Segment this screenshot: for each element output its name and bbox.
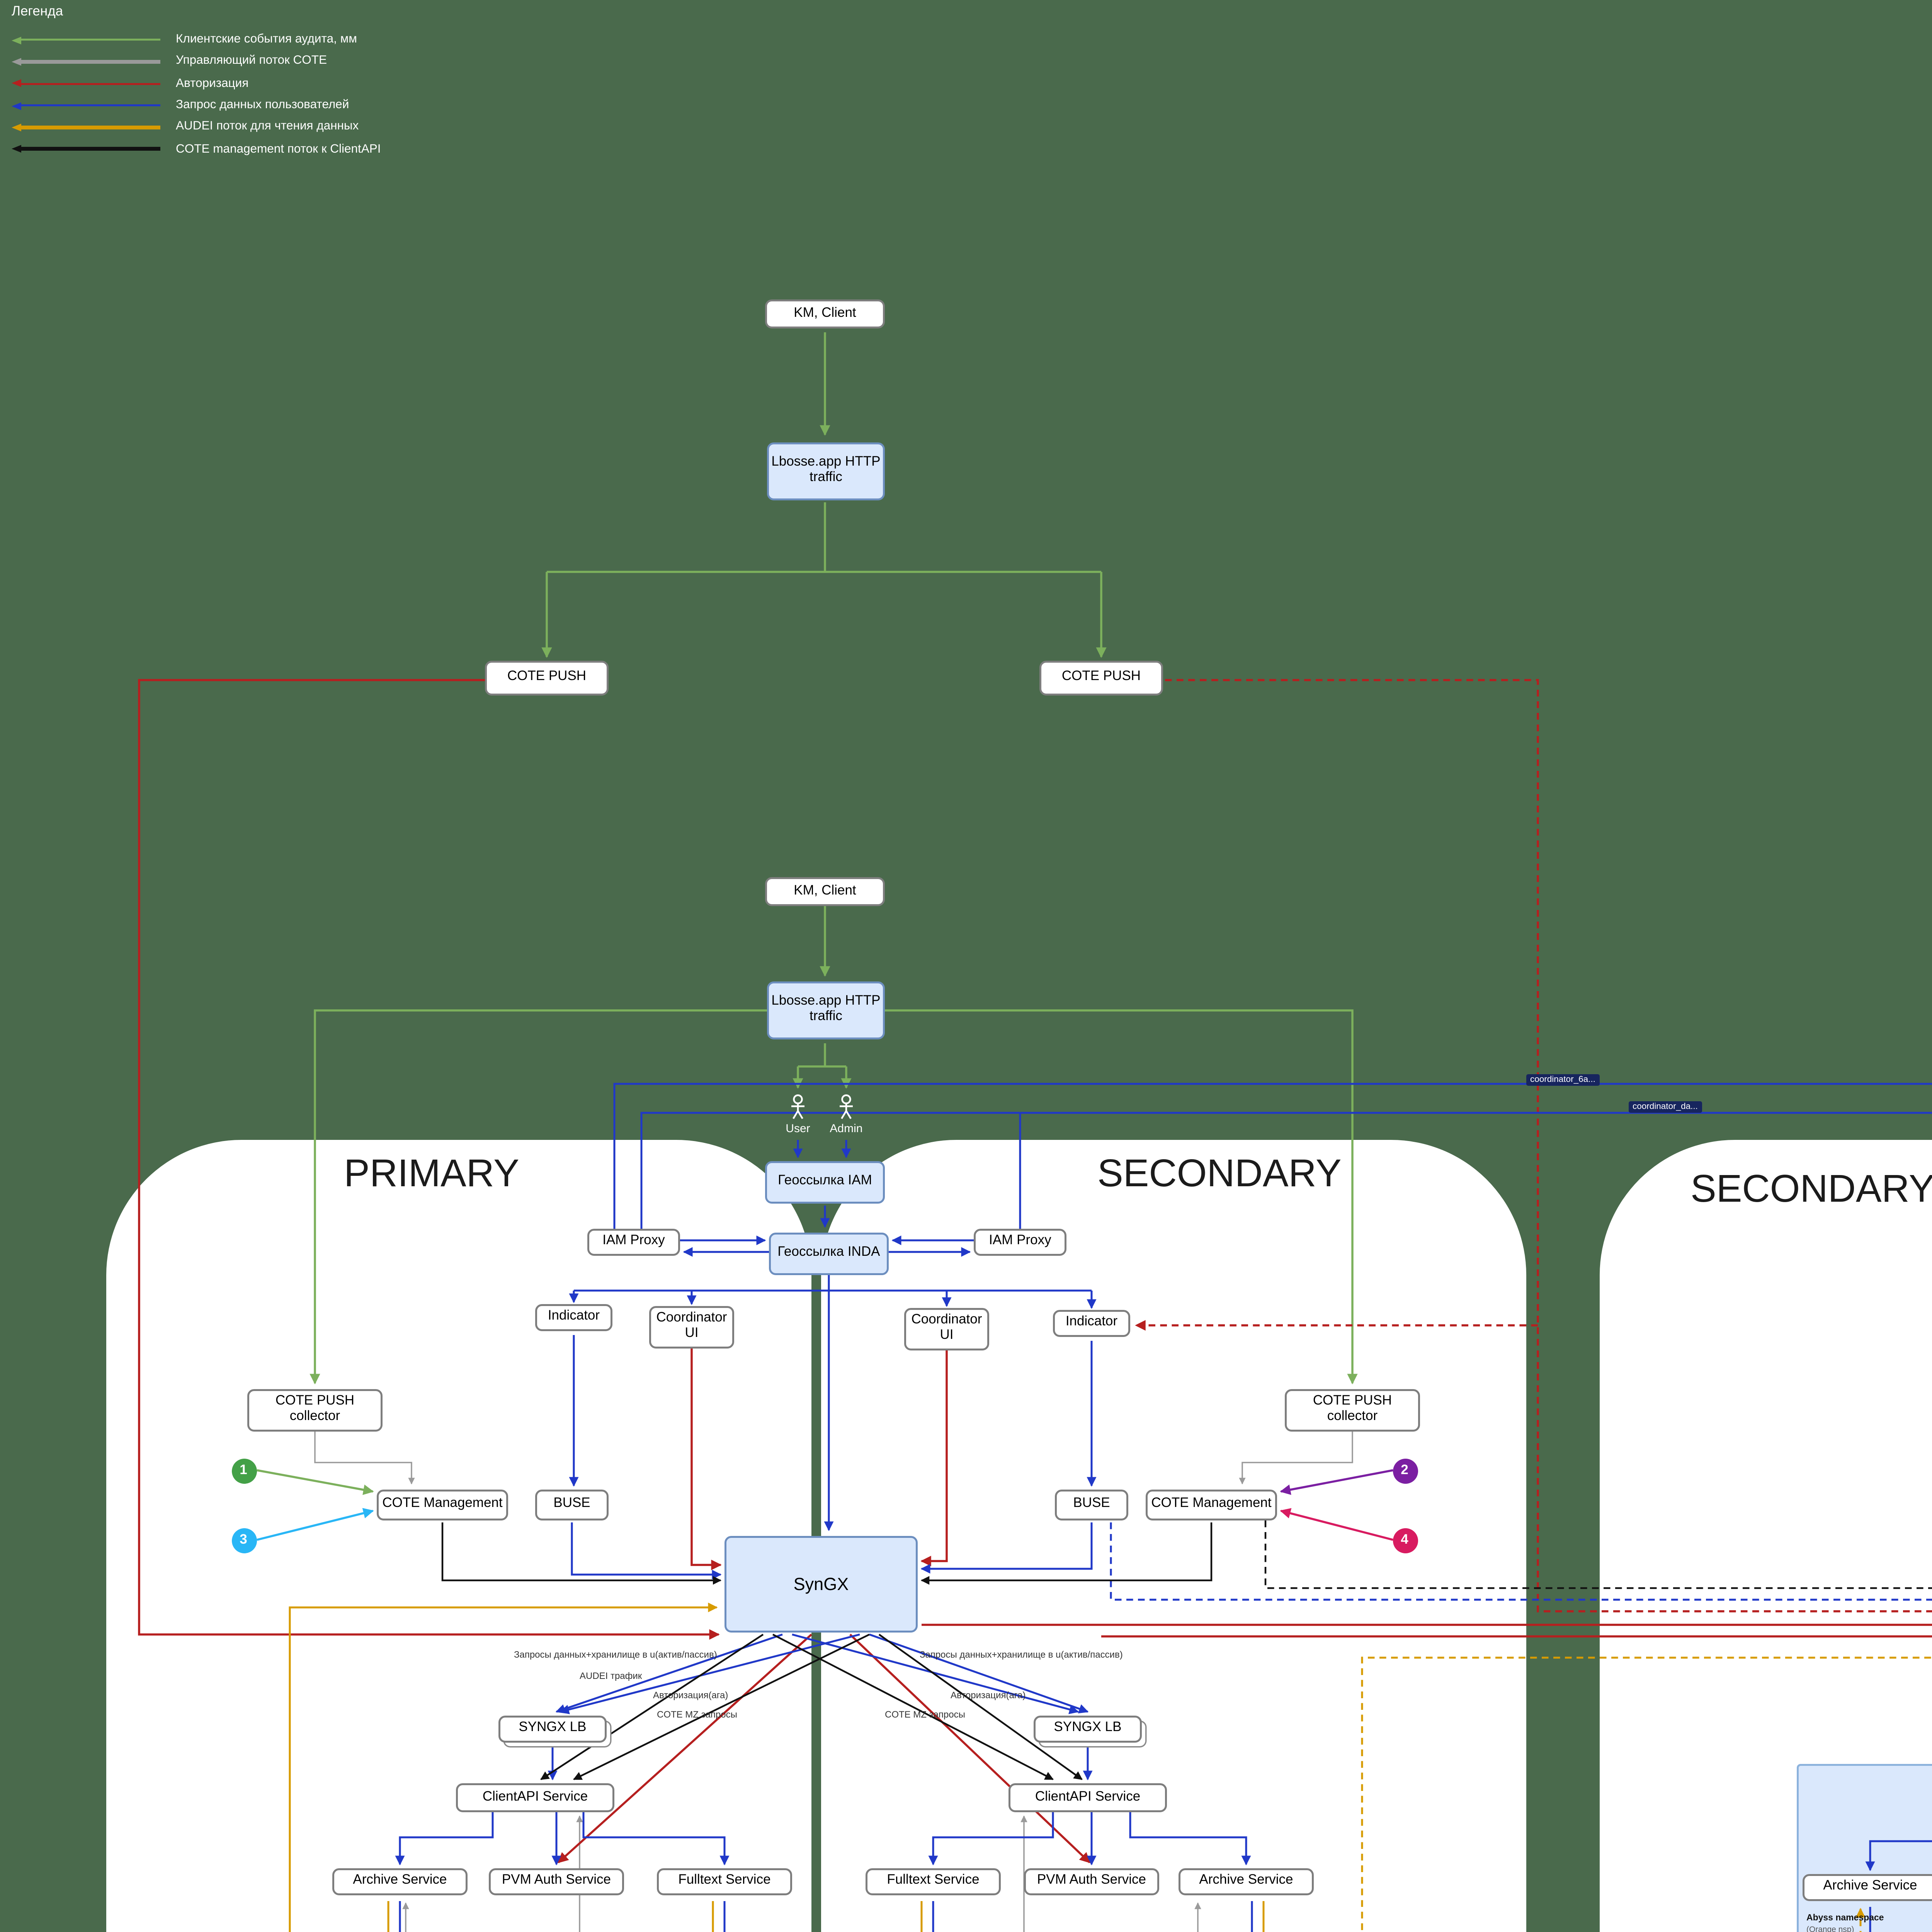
legend-line [21,126,160,129]
node-geo-inda: Геоссылка INDA [769,1233,889,1275]
user-icon [791,1094,804,1119]
edge-label-requests-right: Запросы данных+хранилище в u(актив/пасси… [920,1652,1123,1662]
edge-label-cotemz-right: COTE MZ запросы [885,1712,965,1721]
node-pvm-left: PVM Auth Service [489,1868,624,1895]
legend-line [21,60,160,63]
legend-item-label: Управляющий поток COTE [176,55,327,69]
legend-line [21,148,160,151]
legend-arrow-icon [12,80,21,88]
admin-icon [840,1094,853,1119]
node-fulltext-right: Fulltext Service [866,1868,1001,1895]
node-archive-left: Archive Service [332,1868,468,1895]
region-title-right-secondary: SECONDARY [1690,1169,1932,1211]
legend-item: Авторизация [12,73,381,94]
legend-item-label: COTE management поток к ClientAPI [176,142,381,156]
legend-line [21,38,160,41]
node-km-client-mid: KM, Client [765,877,885,906]
legend-item: Клиентские события аудита, мм [12,29,381,51]
node-coordinator-ui-right: Coordinator UI [904,1308,989,1350]
legend-item: AUDEI поток для чтения данных [12,116,381,138]
legend-arrow-icon [12,145,21,153]
legend-item-label: Запрос данных пользователей [176,99,349,112]
legend-item-label: Клиентские события аудита, мм [176,33,357,47]
edge-label-audei-left: AUDEI трафик [580,1673,642,1683]
region-title-left-secondary: SECONDARY [1097,1153,1342,1196]
node-indicator-left: Indicator [535,1304,612,1331]
node-iam-proxy-left: IAM Proxy [587,1229,680,1256]
node-iam-proxy-right: IAM Proxy [974,1229,1066,1256]
admin-label: Admin [830,1124,863,1136]
node-buse-right: BUSE [1055,1490,1128,1520]
legend-line [21,104,160,107]
edge-label-requests-left: Запросы данных+хранилище в u(актив/пасси… [514,1652,717,1662]
legend-item: COTE management поток к ClientAPI [12,138,381,160]
node-syngx: SynGX [724,1536,918,1633]
region-left-secondary [821,1140,1526,1932]
node-buse-left: BUSE [535,1490,609,1520]
node-km-client-top: KM, Client [765,299,885,328]
edge-label-auth-left: Авторизация(ага) [653,1692,728,1702]
panel-abyss-namespace-secondary [1797,1764,1932,1932]
legend-arrow-icon [12,58,21,66]
node-archive-right: Archive Service [1179,1868,1314,1895]
node-syngx-lb-left: SYNGX LB [498,1716,607,1743]
legend-item-label: Авторизация [176,77,249,90]
node-fulltext-left: Fulltext Service [657,1868,792,1895]
legend-item: Управляющий поток COTE [12,51,381,72]
tag-coordinator-1: coordinator_6a... [1526,1074,1599,1085]
edge-label-cotemz-left: COTE MZ запросы [657,1712,737,1721]
caption-abyss-ns-r3-title: Abyss namespace [1806,1913,1884,1922]
legend-arrow-icon [12,123,21,131]
region-left-primary [106,1140,811,1932]
legend-item-label: AUDEI поток для чтения данных [176,120,359,134]
region-title-left-primary: PRIMARY [344,1153,519,1196]
node-geo-iam: Геоссылка IAM [765,1161,885,1204]
node-indicator-right: Indicator [1053,1310,1130,1337]
node-lbosse-http-top: Lbosse.app HTTP traffic [767,442,885,500]
legend-line [21,82,160,85]
node-pvm-right: PVM Auth Service [1024,1868,1159,1895]
legend-title: Легенда [12,6,63,19]
node-cote-management-left: COTE Management [377,1490,508,1520]
node-clientapi-left: ClientAPI Service [456,1783,614,1812]
node-cote-push-right: COTE PUSH [1039,661,1163,696]
tag-coordinator-2: coordinator_da... [1629,1101,1702,1112]
node-clientapi-right: ClientAPI Service [1009,1783,1167,1812]
node-coordinator-ui-left: Coordinator UI [649,1306,734,1349]
legend-arrow-icon [12,36,21,44]
node-syngx-lb-right: SYNGX LB [1034,1716,1142,1743]
node-cote-management-right: COTE Management [1146,1490,1277,1520]
legend-arrow-icon [12,101,21,109]
node-cote-push-left: COTE PUSH [485,661,609,696]
edge-label-auth-right: Авторизация(ага) [951,1692,1026,1702]
user-label: User [786,1124,810,1136]
caption-abyss-ns-r3: Abyss namespace (Orange nsp) [1806,1913,1884,1932]
node-lbosse-http-mid: Lbosse.app HTTP traffic [767,981,885,1039]
node-cote-push-collector-right: COTE PUSH collector [1285,1389,1420,1432]
legend: Легенда Клиентские события аудита, мм Уп… [12,6,381,160]
caption-abyss-ns-r3-sub: (Orange nsp) [1806,1923,1854,1932]
node-cote-push-collector-left: COTE PUSH collector [247,1389,383,1432]
node-archive-r3: Archive Service [1803,1874,1932,1901]
legend-item: Запрос данных пользователей [12,94,381,116]
